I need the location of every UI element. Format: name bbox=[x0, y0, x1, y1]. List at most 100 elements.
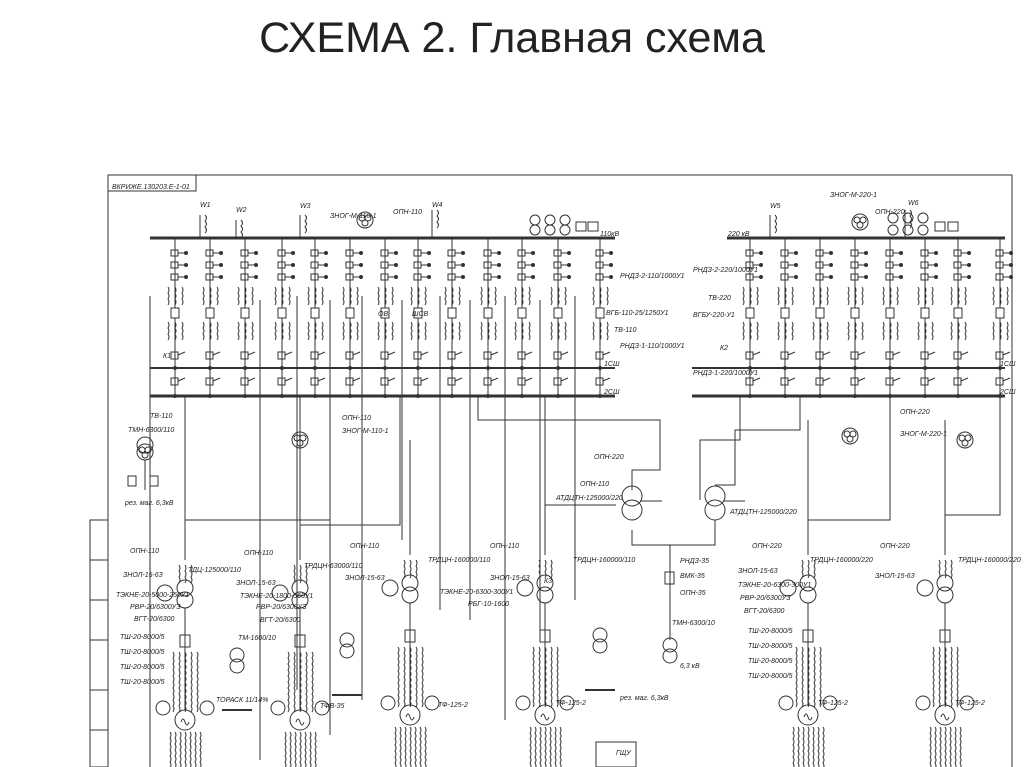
disconnector-icon bbox=[780, 351, 789, 360]
vt-winding bbox=[856, 221, 864, 229]
current-transformer-icon bbox=[749, 321, 752, 341]
current-transformer-icon bbox=[190, 651, 193, 713]
current-transformer-icon bbox=[756, 286, 759, 306]
ground-icon bbox=[829, 275, 833, 279]
current-transformer-icon bbox=[550, 559, 553, 579]
vt-winding bbox=[296, 439, 304, 447]
junction-dot bbox=[416, 394, 420, 398]
ground-icon bbox=[864, 275, 868, 279]
ground-icon bbox=[219, 263, 223, 267]
disconnector-icon bbox=[815, 273, 824, 281]
ground-icon bbox=[899, 263, 903, 267]
current-transformer-icon bbox=[244, 321, 247, 341]
current-transformer-icon bbox=[174, 321, 177, 341]
generator-icon bbox=[174, 709, 196, 731]
disconnector-icon bbox=[815, 351, 824, 360]
breaker-35-icon bbox=[664, 571, 675, 585]
label-rvr-g2: РВР-20/6300УЗ bbox=[256, 604, 307, 611]
label-znog110-mid: ЗНОГ-М-110-1 bbox=[342, 428, 389, 435]
label-vgt-g5: ВГТ-20/6300 bbox=[744, 608, 784, 615]
ground-icon bbox=[609, 263, 613, 267]
disconnector-icon bbox=[310, 351, 319, 360]
ground-icon bbox=[794, 263, 798, 267]
current-transformer-icon bbox=[179, 731, 182, 767]
current-transformer-icon bbox=[795, 646, 798, 708]
vt-winding bbox=[964, 434, 972, 442]
current-transformer-icon bbox=[384, 286, 387, 306]
current-transformer-icon bbox=[444, 321, 447, 341]
label-opn110-top: ОПН-110 bbox=[393, 209, 422, 216]
at2-220-link bbox=[715, 396, 801, 486]
label-opn220-right: ОПН-220 bbox=[900, 409, 930, 416]
current-transformer-icon bbox=[417, 321, 420, 341]
ground-icon bbox=[254, 251, 258, 255]
current-transformer-icon bbox=[813, 646, 816, 708]
vt-winding bbox=[361, 219, 369, 227]
label-rnd1-220: РНДЗ-1-220/1000У1 bbox=[693, 370, 758, 377]
bus-label-110: 110кВ bbox=[600, 231, 619, 238]
current-transformer-icon bbox=[938, 646, 941, 708]
label-tekn3: ТЭКНЕ-20-6300-300У1 bbox=[440, 589, 513, 596]
current-transformer-icon bbox=[251, 286, 254, 306]
g1-link bbox=[184, 396, 331, 530]
disconnector-icon bbox=[447, 273, 456, 281]
current-transformer-icon bbox=[550, 646, 553, 708]
disconnector-icon bbox=[240, 261, 249, 269]
ground-icon bbox=[359, 251, 363, 255]
voltage-transformer-icon bbox=[271, 584, 289, 602]
label-znog220: ЗНОГ-М-220-1 bbox=[830, 192, 877, 199]
junction-dot bbox=[956, 366, 960, 370]
disconnector-icon bbox=[953, 261, 962, 269]
current-transformer-icon bbox=[196, 651, 199, 713]
at1-220-link bbox=[544, 396, 616, 506]
label-rez-mid: рез. маг. 6,3кВ bbox=[619, 695, 669, 702]
current-transformer-icon bbox=[342, 286, 345, 306]
current-transformer-icon bbox=[417, 286, 420, 306]
voltage-transformer-icon bbox=[956, 431, 974, 449]
switch-arm bbox=[524, 377, 533, 382]
current-transformer-icon bbox=[592, 286, 595, 306]
circuit-breaker-icon bbox=[310, 307, 320, 319]
junction-dot bbox=[748, 394, 752, 398]
junction-dot bbox=[998, 394, 1002, 398]
voltage-transformer-icon bbox=[356, 211, 374, 229]
aux-transformer-icon bbox=[592, 638, 608, 654]
current-transformer-icon bbox=[931, 321, 934, 341]
generator-sine bbox=[540, 713, 550, 721]
circuit-breaker-icon bbox=[953, 307, 963, 319]
voltage-transformer-icon bbox=[381, 579, 399, 597]
junction-dot bbox=[556, 366, 560, 370]
disconnector-icon bbox=[205, 261, 214, 269]
current-transformer-icon bbox=[414, 726, 417, 767]
current-transformer-icon bbox=[956, 646, 959, 708]
ground-icon bbox=[1009, 275, 1013, 279]
current-transformer-icon bbox=[281, 321, 284, 341]
label-opn220-g5: ОПН-220 bbox=[752, 543, 782, 550]
current-transformer-icon bbox=[403, 646, 406, 708]
junction-dot bbox=[520, 394, 524, 398]
disconnector-icon bbox=[595, 261, 604, 269]
junction-dot bbox=[956, 394, 960, 398]
disconnector-icon bbox=[953, 351, 962, 360]
label-znol-g6: ЗНОЛ-15-63 bbox=[875, 573, 915, 580]
label-rez-left: рез. маг. 6,3кВ bbox=[124, 500, 174, 507]
current-transformer-icon bbox=[889, 321, 892, 341]
label-tv220: ТВ-220 bbox=[708, 295, 731, 302]
disconnector-icon bbox=[995, 261, 1004, 269]
disconnector-icon bbox=[553, 261, 562, 269]
disconnector-icon bbox=[920, 261, 929, 269]
label-k2: К2 bbox=[720, 345, 728, 352]
ground-icon bbox=[1009, 263, 1013, 267]
disconnector-icon bbox=[553, 273, 562, 281]
current-transformer-icon bbox=[950, 646, 953, 708]
current-transformer-icon bbox=[992, 321, 995, 341]
junction-dot bbox=[348, 394, 352, 398]
circuit-breaker-icon bbox=[517, 307, 527, 319]
current-transformer-icon bbox=[957, 286, 960, 306]
current-transformer-icon bbox=[749, 286, 752, 306]
at-tie bbox=[631, 520, 716, 546]
disconnector-icon bbox=[920, 249, 929, 257]
current-transformer-icon bbox=[756, 321, 759, 341]
disconnector-icon bbox=[310, 261, 319, 269]
disconnector-icon bbox=[920, 273, 929, 281]
